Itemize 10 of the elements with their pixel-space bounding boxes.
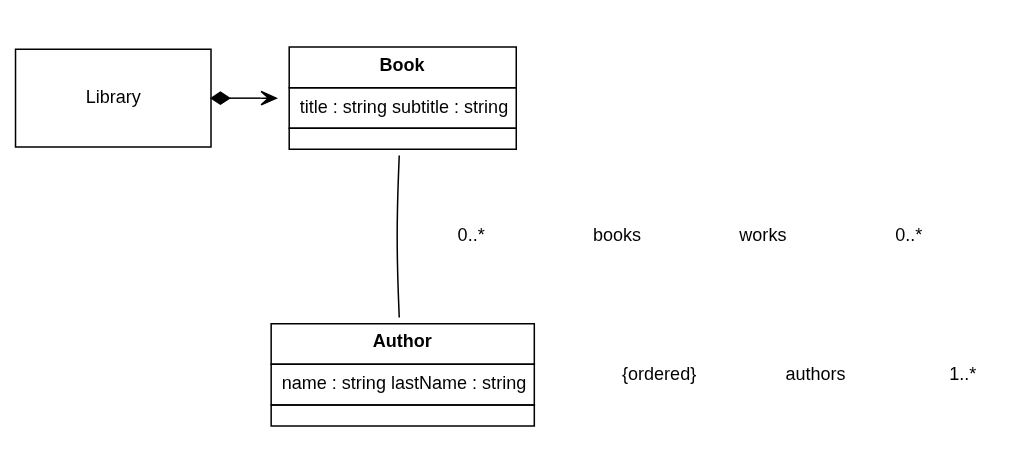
- label: authors: [784, 363, 846, 383]
- arrow: [209, 90, 277, 106]
- label: books: [592, 224, 641, 245]
- label: {ordered}: [621, 363, 696, 383]
- label: 0..*: [894, 224, 922, 245]
- connector: [395, 154, 400, 318]
- label: 1..*: [948, 363, 976, 383]
- node-box: Library: [14, 48, 212, 148]
- label: works: [738, 224, 786, 245]
- label: 0..*: [457, 224, 485, 245]
